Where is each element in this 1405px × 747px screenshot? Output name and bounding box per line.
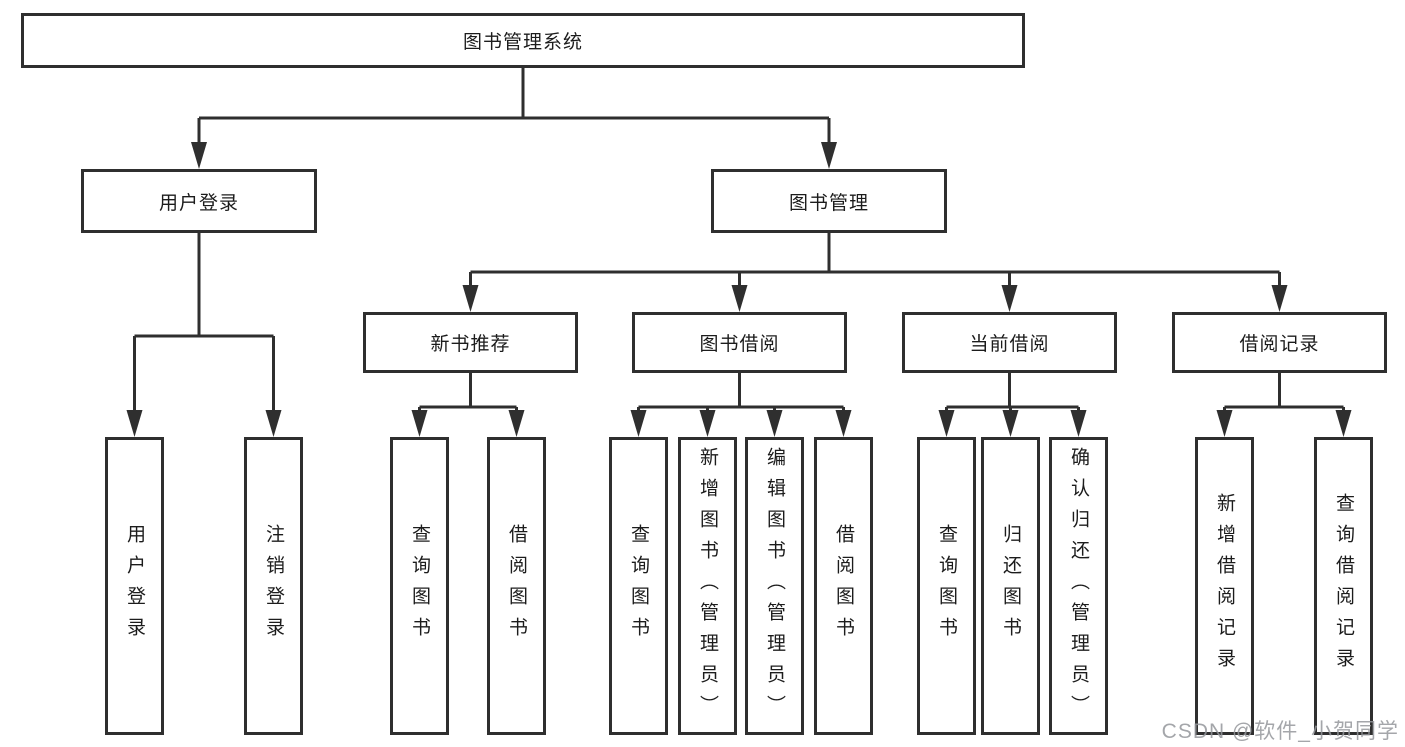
node-label: 图书管理 <box>788 192 869 214</box>
node-label: 借阅图书 <box>506 524 527 648</box>
node-label: 确认归还（管理员） <box>1068 446 1089 726</box>
arrowhead-icons <box>126 142 1352 437</box>
node-book-management: 图书管理 <box>711 169 947 233</box>
node-user-login: 用户登录 <box>81 169 317 233</box>
leaf-current-return-book: 归还图书 <box>981 437 1040 735</box>
node-label: 当前借阅 <box>969 334 1050 355</box>
node-current-borrowing: 当前借阅 <box>902 312 1117 373</box>
node-label: 用户登录 <box>124 524 145 648</box>
leaf-records-add-record: 新增借阅记录 <box>1195 437 1254 735</box>
leaf-borrow-add-book-admin: 新增图书（管理员） <box>678 437 737 735</box>
node-label: 查询图书 <box>936 524 957 648</box>
node-label: 新增图书（管理员） <box>697 446 718 726</box>
leaf-borrow-borrow-book: 借阅图书 <box>814 437 873 735</box>
leaf-logout: 注销登录 <box>244 437 303 735</box>
leaf-current-confirm-return-admin: 确认归还（管理员） <box>1049 437 1108 735</box>
leaf-recommend-borrow-book: 借阅图书 <box>487 437 546 735</box>
node-new-book-recommendation: 新书推荐 <box>363 312 578 373</box>
node-label: 查询借阅记录 <box>1333 493 1354 679</box>
node-label: 图书借阅 <box>699 334 780 355</box>
node-label: 查询图书 <box>409 524 430 648</box>
node-label: 新书推荐 <box>430 334 511 355</box>
node-label: 归还图书 <box>1000 524 1021 648</box>
node-label: 借阅图书 <box>833 524 854 648</box>
node-label: 图书管理系统 <box>462 32 583 53</box>
leaf-recommend-search-book: 查询图书 <box>390 437 449 735</box>
tree-edges <box>133 68 1345 414</box>
node-label: 注销登录 <box>263 524 284 648</box>
leaf-records-search-record: 查询借阅记录 <box>1314 437 1373 735</box>
leaf-current-search-book: 查询图书 <box>917 437 976 735</box>
leaf-borrow-edit-book-admin: 编辑图书（管理员） <box>745 437 804 735</box>
node-library-system: 图书管理系统 <box>21 13 1025 68</box>
node-label: 借阅记录 <box>1239 334 1320 355</box>
leaf-user-login: 用户登录 <box>105 437 164 735</box>
watermark: CSDN @软件_小贺同学 <box>1161 720 1399 743</box>
node-label: 查询图书 <box>628 524 649 648</box>
node-book-borrowing: 图书借阅 <box>632 312 847 373</box>
node-label: 编辑图书（管理员） <box>764 446 785 726</box>
node-label: 用户登录 <box>158 192 239 214</box>
leaf-borrow-search-book: 查询图书 <box>609 437 668 735</box>
node-borrowing-records: 借阅记录 <box>1172 312 1387 373</box>
node-label: 新增借阅记录 <box>1214 493 1235 679</box>
